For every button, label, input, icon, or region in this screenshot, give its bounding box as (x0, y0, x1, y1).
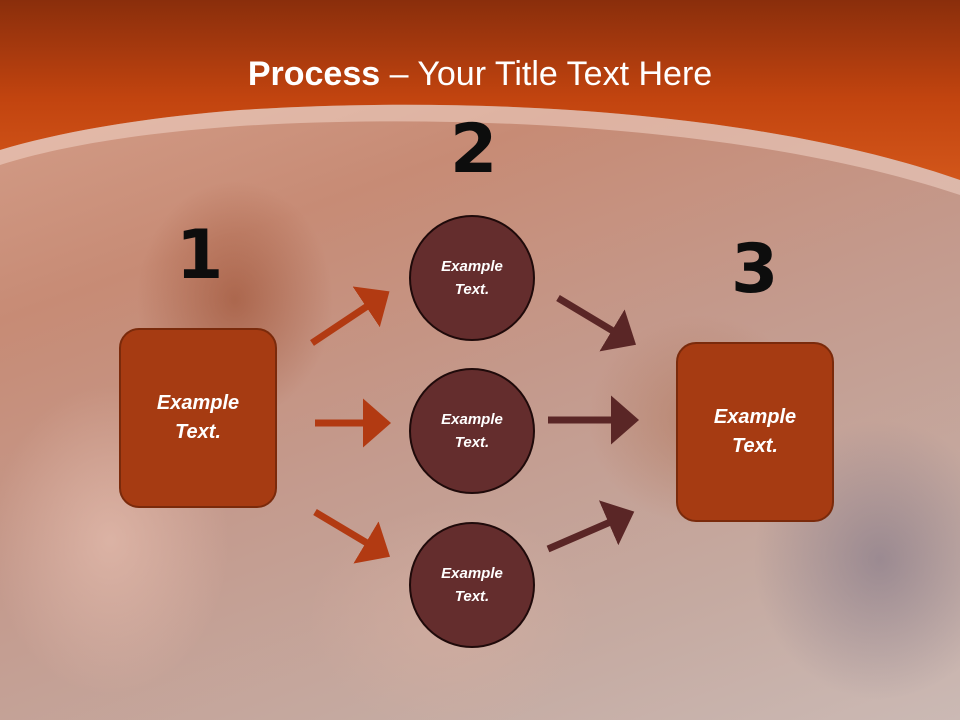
step-number-1: 1 (176, 216, 224, 295)
arrow-top-to-3 (556, 294, 637, 352)
circle-top: Example Text. (409, 215, 535, 341)
left-box: Example Text. (119, 328, 277, 508)
title-bold: Process (247, 55, 381, 93)
right-box: Example Text. (676, 342, 834, 522)
circle-bottom: Example Text. (409, 522, 535, 648)
circle-middle: Example Text. (409, 368, 535, 494)
step-number-3: 3 (731, 230, 779, 309)
step-number-2: 2 (450, 110, 498, 189)
arrow-1-to-bottom (313, 508, 391, 564)
title-dash: – (380, 55, 418, 93)
title-rest: Your Title Text Here (417, 55, 713, 93)
slide-title: Process – Your Title Text Here (0, 52, 960, 96)
arrow-bottom-to-3 (546, 500, 635, 553)
header-banner (0, 0, 960, 195)
arrow-1-to-top (310, 286, 390, 346)
